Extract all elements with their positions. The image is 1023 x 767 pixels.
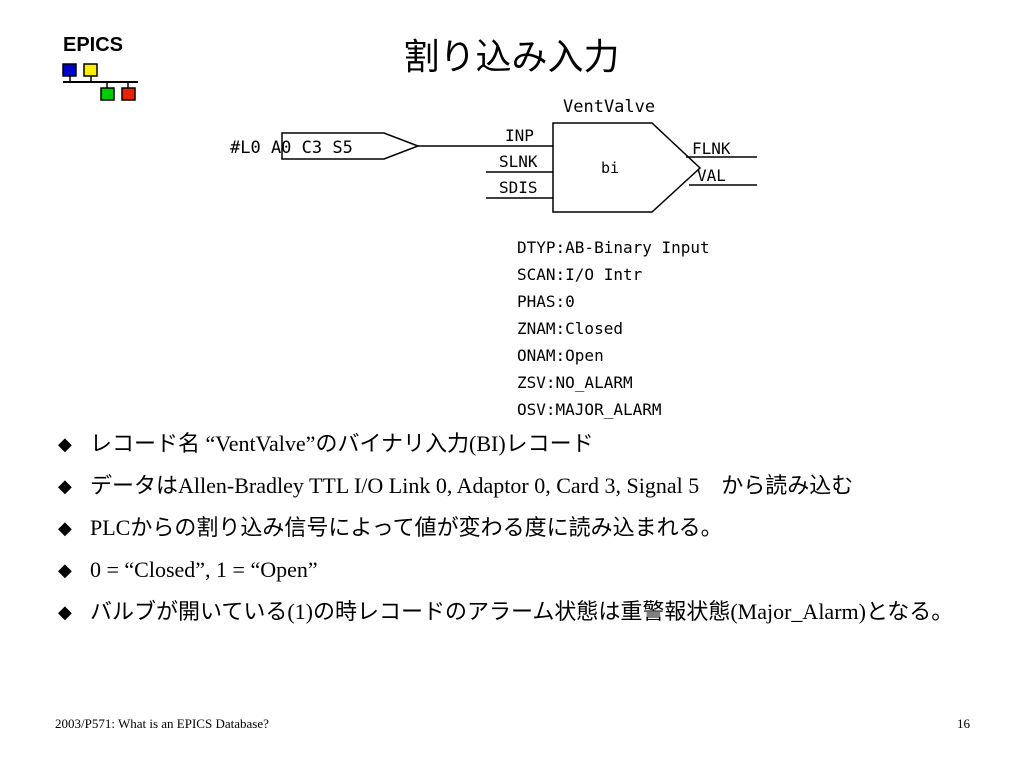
epics-logo-text: EPICS [63,34,124,56]
list-item: ◆0 = “Closed”, 1 = “Open” [58,557,318,582]
diamond-bullet-icon: ◆ [58,602,72,622]
diamond-bullet-icon: ◆ [58,476,72,496]
field-phas: PHAS:0 [517,292,575,311]
list-item: ◆データはAllen-Bradley TTL I/O Link 0, Adapt… [58,473,854,498]
list-item: ◆レコード名 “VentValve”のバイナリ入力(BI)レコード [58,431,594,456]
field-zsv: ZSV:NO_ALARM [517,373,633,392]
list-item: ◆バルブが開いている(1)の時レコードのアラーム状態は重警報状態(Major_A… [58,599,954,624]
epics-logo-icon [62,63,138,101]
field-onam: ONAM:Open [517,346,604,365]
field-znam: ZNAM:Closed [517,319,623,338]
diamond-bullet-icon: ◆ [58,434,72,454]
field-dtyp: DTYP:AB-Binary Input [517,238,710,257]
list-item: ◆PLCからの割り込み信号によって値が変わる度に読み込まれる。 [58,515,723,540]
bullet-list: ◆レコード名 “VentValve”のバイナリ入力(BI)レコード ◆データはA… [56,430,976,640]
field-osv: OSV:MAJOR_ALARM [517,400,662,419]
port-val: VAL [697,166,726,185]
record-name: VentValve [563,97,655,117]
record-type: bi [601,159,619,177]
port-sdis: SDIS [499,178,538,197]
link-arrow [281,132,421,160]
diamond-bullet-icon: ◆ [58,518,72,538]
record-block [552,122,702,213]
source-link-label: #L0 A0 C3 S5 [230,138,353,158]
footer-course-label: 2003/P571: What is an EPICS Database? [55,716,269,731]
port-flnk: FLNK [692,139,731,158]
port-slnk: SLNK [499,152,538,171]
page-number: 16 [957,716,970,731]
field-scan: SCAN:I/O Intr [517,265,643,284]
slide-title: 割り込み入力 [403,37,620,78]
record-diagram: VentValve #L0 A0 C3 S5 bi INP SLNK SDIS … [230,97,757,419]
port-inp: INP [505,126,534,145]
diamond-bullet-icon: ◆ [58,560,72,580]
